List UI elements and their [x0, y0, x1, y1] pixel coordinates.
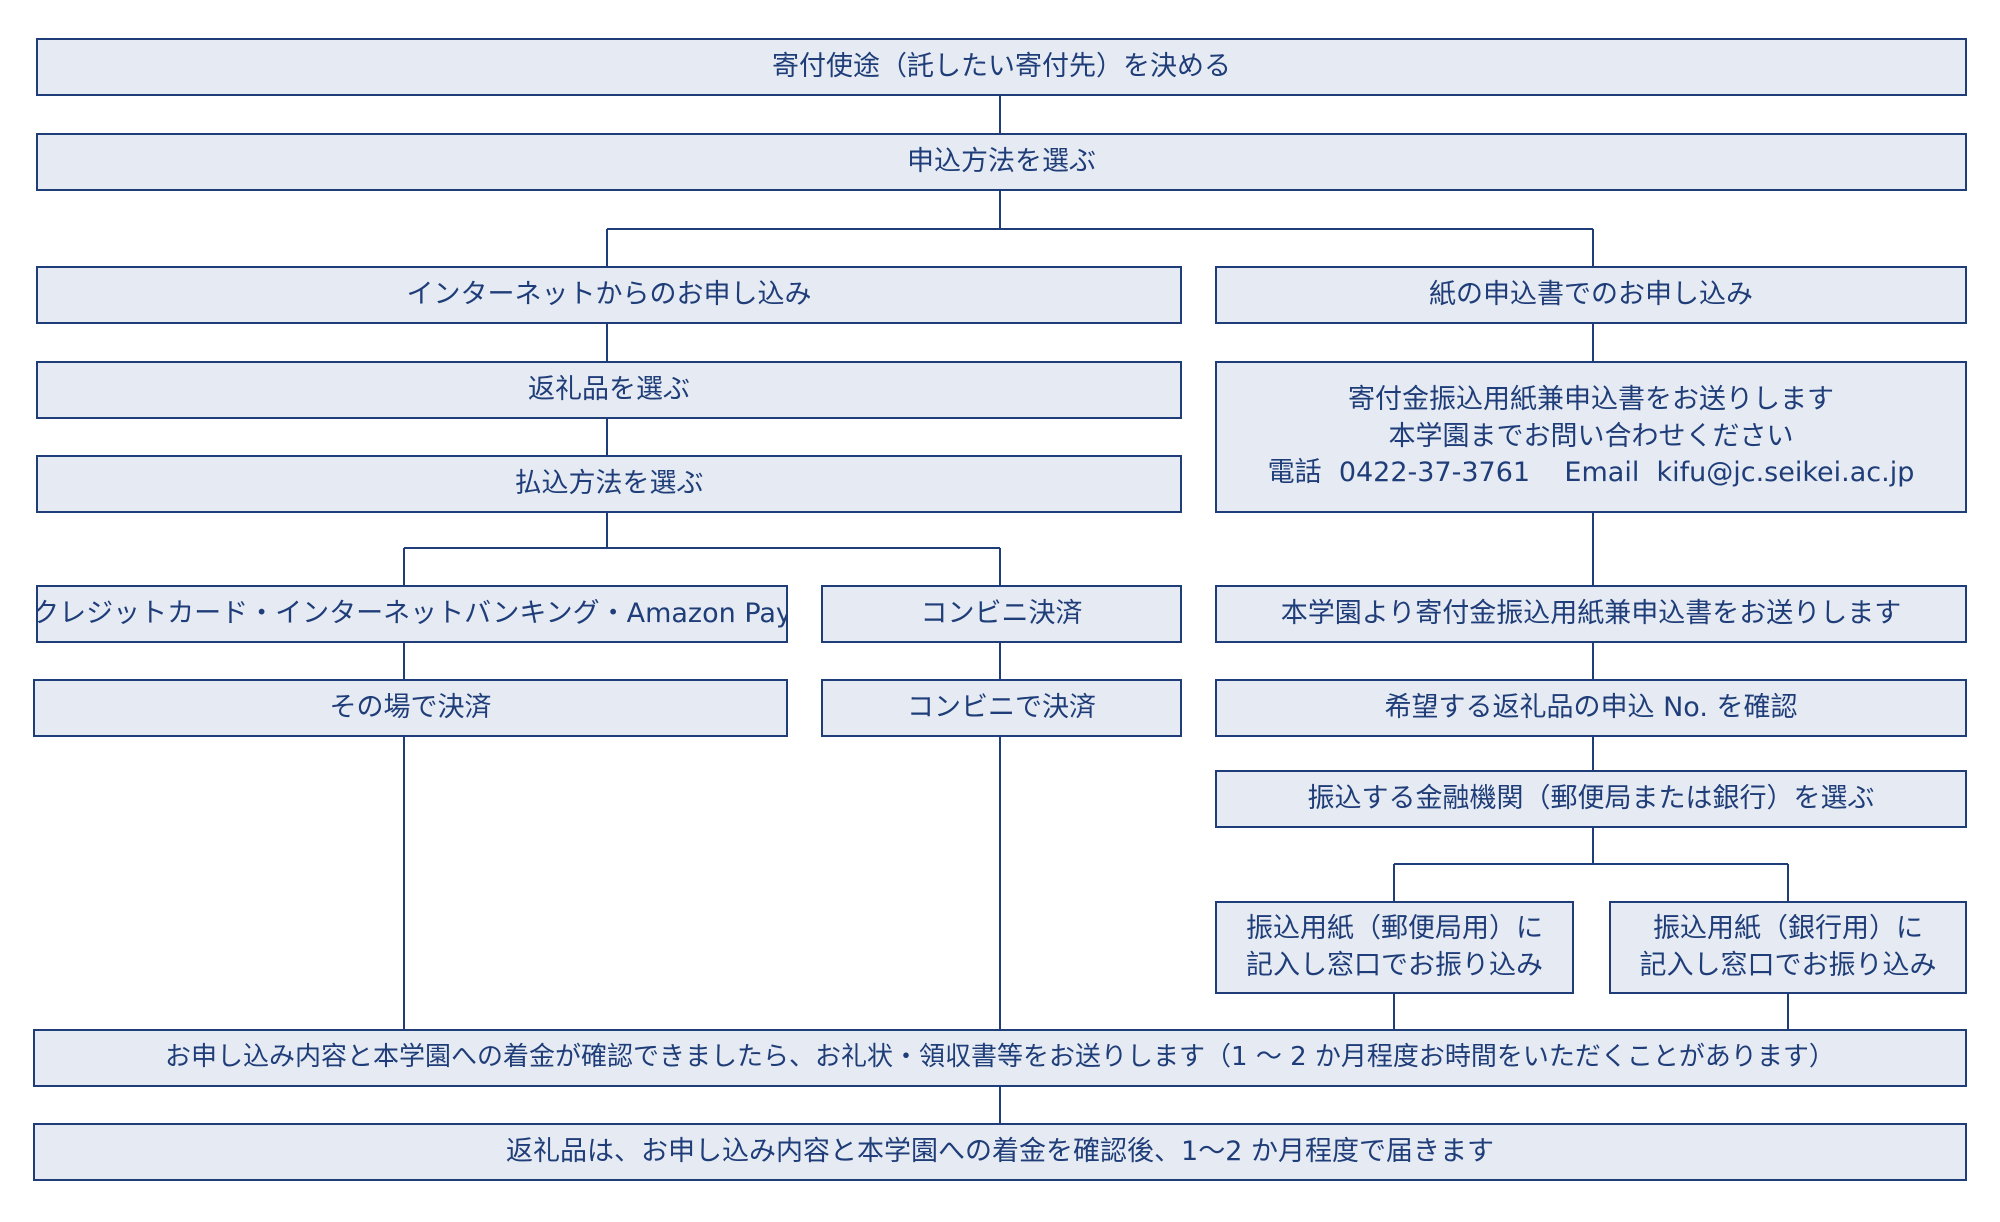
step-receipt-notice-label: お申し込み内容と本学園への着金が確認できましたら、お礼状・領収書等をお送りします…: [165, 1042, 1835, 1073]
step-choose-institution-label: 振込する金融機関（郵便局または銀行）を選ぶ: [1307, 782, 1875, 814]
step-pay-at-convenience: コンビニで決済: [821, 679, 1182, 737]
step-paper-apply: 紙の申込書でのお申し込み: [1215, 266, 1967, 324]
step-paper-apply-label: 紙の申込書でのお申し込み: [1429, 278, 1753, 310]
step-internet-apply-label: インターネットからのお申し込み: [406, 278, 812, 310]
step-choose-payment-label: 払込方法を選ぶ: [514, 467, 704, 499]
step-choose-payment: 払込方法を選ぶ: [36, 455, 1182, 513]
bank-form-line-2: 記入し窓口でお振り込み: [1639, 949, 1937, 981]
step-pay-at-convenience-label: コンビニで決済: [907, 691, 1096, 723]
step-school-sends-form: 本学園より寄付金振込用紙兼申込書をお送りします: [1215, 585, 1967, 643]
step-card-payment: クレジットカード・インターネットバンキング・Amazon Pay: [36, 585, 788, 643]
step-confirm-gift-number: 希望する返礼品の申込 No. を確認: [1215, 679, 1967, 737]
step-bank-form: 振込用紙（銀行用）に 記入し窓口でお振り込み: [1609, 901, 1967, 994]
step-card-payment-label: クレジットカード・インターネットバンキング・Amazon Pay: [36, 597, 788, 629]
step-gift-delivery: 返礼品は、お申し込み内容と本学園への着金を確認後、1〜2 か月程度で届きます: [33, 1123, 1967, 1181]
bank-form-line-1: 振込用紙（銀行用）に: [1653, 913, 1923, 945]
step-convenience-payment: コンビニ決済: [821, 585, 1182, 643]
step-convenience-payment-label: コンビニ決済: [920, 597, 1083, 629]
step-choose-gift-label: 返礼品を選ぶ: [528, 373, 690, 405]
paper-info-line-1: 寄付金振込用紙兼申込書をお送りします: [1348, 384, 1834, 416]
post-office-form-line-2: 記入し窓口でお振り込み: [1246, 949, 1543, 981]
step-choose-gift: 返礼品を選ぶ: [36, 361, 1182, 419]
step-decide-purpose: 寄付使途（託したい寄付先）を決める: [36, 38, 1967, 96]
step-paper-info: 寄付金振込用紙兼申込書をお送りします 本学園までお問い合わせください 電話 04…: [1215, 361, 1967, 513]
step-pay-on-spot-label: その場で決済: [329, 691, 492, 723]
step-internet-apply: インターネットからのお申し込み: [36, 266, 1182, 324]
step-school-sends-form-label: 本学園より寄付金振込用紙兼申込書をお送りします: [1280, 597, 1902, 629]
step-post-office-form: 振込用紙（郵便局用）に 記入し窓口でお振り込み: [1215, 901, 1574, 994]
paper-info-contact: 電話 0422-37-3761 Email kifu@jc.seikei.ac.…: [1267, 457, 1915, 489]
step-confirm-gift-number-label: 希望する返礼品の申込 No. を確認: [1384, 691, 1798, 723]
step-receipt-notice: お申し込み内容と本学園への着金が確認できましたら、お礼状・領収書等をお送りします…: [33, 1029, 1967, 1087]
step-pay-on-spot: その場で決済: [33, 679, 788, 737]
paper-info-line-2: 本学園までお問い合わせください: [1388, 420, 1794, 452]
step-choose-method-label: 申込方法を選ぶ: [907, 145, 1096, 177]
post-office-form-line-1: 振込用紙（郵便局用）に: [1246, 913, 1543, 945]
step-gift-delivery-label: 返礼品は、お申し込み内容と本学園への着金を確認後、1〜2 か月程度で届きます: [506, 1135, 1494, 1167]
step-choose-institution: 振込する金融機関（郵便局または銀行）を選ぶ: [1215, 770, 1967, 828]
step-decide-purpose-label: 寄付使途（託したい寄付先）を決める: [772, 50, 1231, 82]
step-choose-method: 申込方法を選ぶ: [36, 133, 1967, 191]
